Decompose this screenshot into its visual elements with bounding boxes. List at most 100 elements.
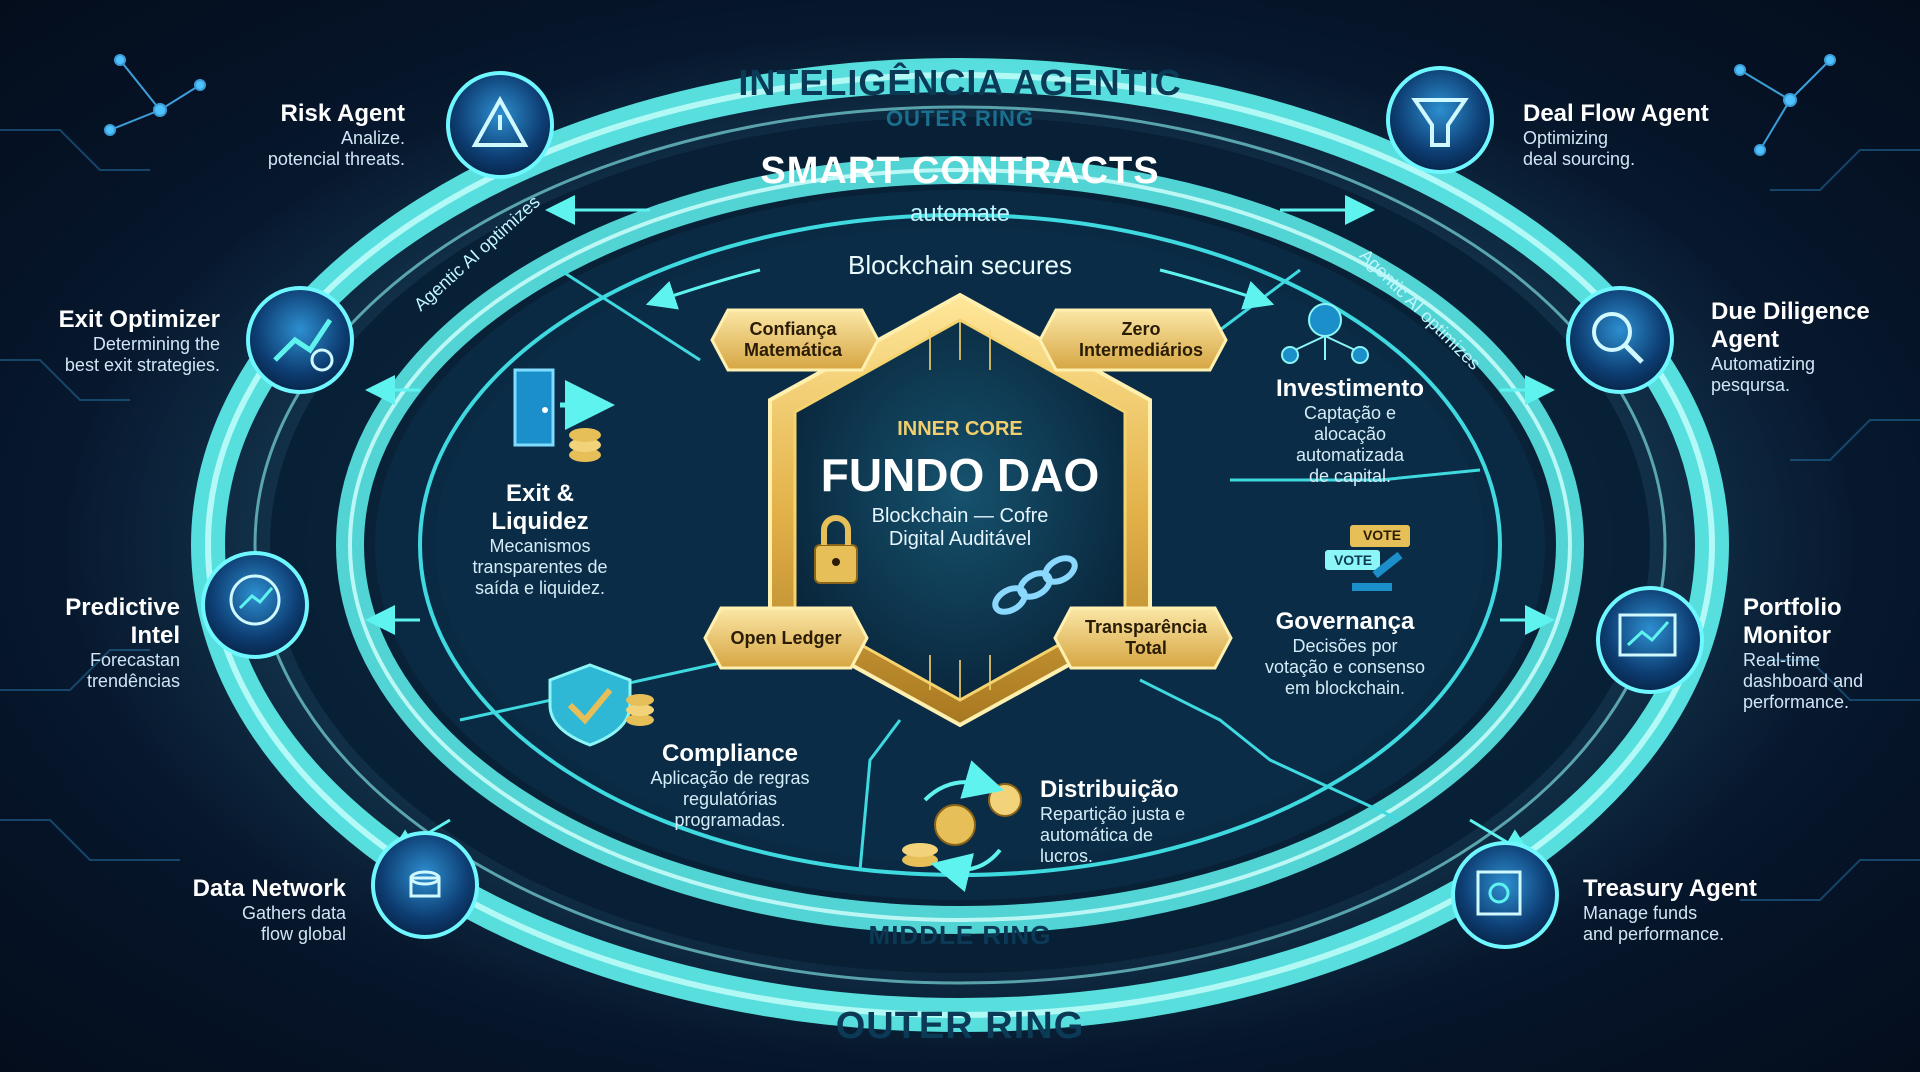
badge-confianca: Confiança Matemática bbox=[743, 319, 843, 360]
due-diligence-desc-line2: pesqursa. bbox=[1711, 375, 1791, 395]
data-network-desc-line2: flow global bbox=[260, 924, 346, 944]
treasury-title: Treasury Agent bbox=[1583, 875, 1757, 902]
data-network-desc-line1: Gathers data bbox=[241, 903, 346, 923]
exit-desc-line3: saída e liquidez. bbox=[474, 578, 606, 598]
predictive-desc-line2: trendências bbox=[86, 671, 180, 691]
segment-distribuicao: Distribuição Repartição justa e automáti… bbox=[1040, 776, 1240, 867]
governanca-desc-line2: votação e consenso bbox=[1264, 657, 1426, 677]
due-diligence-title-line1: Due Diligence bbox=[1711, 298, 1870, 325]
magnifier-cubes-icon bbox=[1592, 312, 1644, 364]
investimento-desc-line1: Captação e bbox=[1303, 403, 1397, 423]
network-nodes bbox=[104, 54, 1836, 156]
exit-optimizer-desc-line2: best exit strategies. bbox=[64, 355, 220, 375]
inner-core bbox=[768, 292, 1152, 728]
portfolio-title-line1: Portfolio bbox=[1743, 594, 1842, 621]
portfolio-desc-line2: dashboard and bbox=[1743, 671, 1864, 691]
vote-label-2: VOTE bbox=[1333, 552, 1373, 568]
agent-treasury: Treasury Agent Manage funds and performa… bbox=[1583, 875, 1803, 945]
badge-transparencia: Transparência Total bbox=[1084, 617, 1208, 658]
risk-desc-line2: potencial threats. bbox=[267, 149, 405, 169]
exit-desc-line1: Mecanismos bbox=[489, 536, 591, 556]
agent-due-diligence: Due Diligence Agent Automatizing pesqurs… bbox=[1711, 298, 1911, 396]
compliance-desc-line3: programadas. bbox=[674, 810, 786, 830]
segment-governanca: Governança Decisões por votação e consen… bbox=[1250, 608, 1440, 699]
inner-core-label: INNER CORE bbox=[897, 418, 1023, 440]
governanca-title: Governança bbox=[1275, 608, 1415, 635]
growth-chart-icon bbox=[273, 318, 334, 372]
agent-deal-flow: Deal Flow Agent Optimizing deal sourcing… bbox=[1523, 100, 1763, 170]
compliance-desc-line2: regulatórias bbox=[682, 789, 778, 809]
lock-icon bbox=[814, 515, 858, 584]
deal-flow-desc-line2: deal sourcing. bbox=[1523, 149, 1636, 169]
outer-ring-top-label: OUTER RING bbox=[885, 106, 1035, 131]
funnel-icon bbox=[1411, 98, 1469, 147]
predictive-desc-line1: Forecastan bbox=[89, 650, 180, 670]
crystal-ball-icon bbox=[229, 574, 281, 626]
door-exit-icon bbox=[513, 368, 615, 462]
agent-exit-optimizer: Exit Optimizer Determining the best exit… bbox=[20, 306, 220, 376]
exit-optimizer-desc-line1: Determining the bbox=[92, 334, 220, 354]
due-diligence-title-line2: Agent bbox=[1711, 326, 1779, 353]
agent-data-network: Data Network Gathers data flow global bbox=[150, 875, 346, 945]
treasury-desc-line1: Manage funds bbox=[1583, 903, 1698, 923]
investimento-desc-line3: automatizada bbox=[1295, 445, 1405, 465]
treasury-desc-line2: and performance. bbox=[1583, 924, 1725, 944]
agent-portfolio-monitor: Portfolio Monitor Real-time dashboard an… bbox=[1743, 594, 1913, 713]
core-subtitle-line2: Digital Auditável bbox=[888, 528, 1032, 550]
exit-title-line2: Liquidez bbox=[491, 508, 589, 535]
badge-open-ledger: Open Ledger bbox=[730, 627, 842, 648]
portfolio-desc-line1: Real-time bbox=[1743, 650, 1821, 670]
outer-ring-bottom-label: OUTER RING bbox=[835, 1005, 1085, 1047]
investimento-desc-line4: de capital. bbox=[1308, 466, 1392, 486]
predictive-title-line1: Predictive bbox=[65, 594, 180, 621]
middle-ring-label: MIDDLE RING bbox=[868, 920, 1052, 950]
fundo-dao-title: FUNDO DAO bbox=[820, 449, 1100, 501]
portfolio-desc-line3: performance. bbox=[1743, 692, 1850, 712]
compliance-desc-line1: Aplicação de regras bbox=[650, 768, 810, 788]
segment-exit-liquidez: Exit & Liquidez Mecanismos transparentes… bbox=[455, 480, 625, 599]
investimento-desc-line2: alocação bbox=[1313, 424, 1387, 444]
compliance-title: Compliance bbox=[661, 740, 799, 767]
distribuicao-desc-line1: Repartição justa e bbox=[1040, 804, 1186, 824]
distribuicao-desc-line2: automática de bbox=[1040, 825, 1154, 845]
agent-predictive-intel: Predictive Intel Forecastan trendências bbox=[20, 594, 180, 692]
deal-flow-desc-line1: Optimizing bbox=[1523, 128, 1609, 148]
governanca-desc-line1: Decisões por bbox=[1292, 636, 1398, 656]
segment-investimento: Investimento Captação e alocação automat… bbox=[1265, 375, 1435, 487]
core-subtitle: Blockchain — Cofre Digital Auditável bbox=[830, 505, 1090, 551]
flow-arrows bbox=[365, 195, 1555, 858]
exit-desc-line2: transparentes de bbox=[472, 557, 608, 577]
vault-robot-icon bbox=[1476, 870, 1522, 916]
risk-desc-line1: Analize. bbox=[340, 128, 405, 148]
gavel-vote-icon bbox=[1325, 525, 1410, 591]
badge-shapes bbox=[703, 308, 1233, 670]
investimento-title: Investimento bbox=[1275, 375, 1425, 402]
investment-network-icon bbox=[1281, 303, 1369, 364]
core-subtitle-line1: Blockchain — Cofre bbox=[871, 505, 1049, 527]
agent-risk: Risk Agent Analize. potencial threats. bbox=[190, 100, 405, 170]
outer-arc-title: INTELIGÊNCIA AGENTIC bbox=[738, 62, 1182, 103]
dashboard-icon bbox=[1618, 613, 1677, 657]
exit-optimizer-title: Exit Optimizer bbox=[58, 306, 220, 333]
shield-check-icon bbox=[548, 663, 654, 747]
segment-compliance: Compliance Aplicação de regras regulatór… bbox=[630, 740, 830, 831]
automate-label: automate bbox=[909, 200, 1011, 227]
predictive-title-line2: Intel bbox=[130, 622, 180, 649]
chain-icon bbox=[992, 555, 1078, 615]
database-network-icon bbox=[409, 870, 441, 898]
distribuicao-desc-line3: lucros. bbox=[1040, 846, 1094, 866]
data-network-title: Data Network bbox=[192, 875, 346, 902]
middle-arc-title: SMART CONTRACTS bbox=[760, 150, 1160, 192]
deal-flow-title: Deal Flow Agent bbox=[1523, 100, 1709, 127]
governanca-desc-line3: em blockchain. bbox=[1284, 678, 1406, 698]
distribuicao-title: Distribuição bbox=[1040, 776, 1179, 803]
warning-icon bbox=[471, 95, 529, 147]
exit-title-line1: Exit & bbox=[505, 480, 574, 507]
vote-label-1: VOTE bbox=[1362, 527, 1402, 543]
due-diligence-desc-line1: Automatizing bbox=[1711, 354, 1816, 374]
risk-title: Risk Agent bbox=[280, 100, 405, 127]
badge-zero-intermediarios: Zero Intermediários bbox=[1078, 319, 1204, 360]
coins-cycle-icon bbox=[902, 760, 1022, 893]
